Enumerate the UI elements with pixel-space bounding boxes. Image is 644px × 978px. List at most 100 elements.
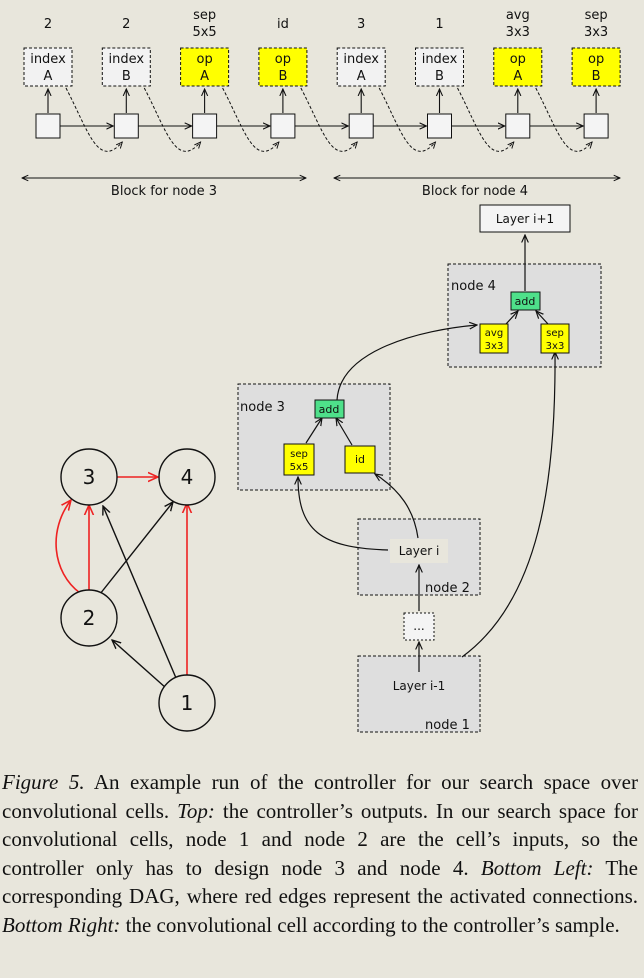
dag-diagram: 3 4 2 1 [55,448,216,732]
dag-node-4: 4 [158,448,216,506]
rnn-cell [113,113,139,139]
controller-decision-label: B [435,69,444,84]
node3-add-box: add [314,399,345,419]
controller-output-3: sep [193,8,216,23]
figure-caption: Figure 5. An example run of the controll… [2,770,638,937]
controller-output-2: 2 [122,17,130,32]
dag-edge-2-3-curved [55,500,81,594]
node3-sep55-box: sep 5x5 [283,443,315,476]
svg-text:4: 4 [181,465,194,489]
cell-diagram: Layer i+1 node 4 node 3 node 2 node 1 [237,204,602,733]
svg-text:add: add [319,403,340,416]
svg-text:5x5: 5x5 [290,462,309,473]
rnn-cell [505,113,531,139]
controller-output-6: 1 [435,17,443,32]
controller-decision-label: op [588,52,604,67]
svg-text:node 1: node 1 [425,718,470,733]
controller-output-5: 3 [357,17,365,32]
rnn-cell [348,113,374,139]
controller-diagram: 2indexA2indexBsep5x5opAidopB3indexA1inde… [22,8,620,199]
rnn-cell [427,113,452,139]
controller-decision-box [258,47,308,87]
svg-text:sep: sep [546,328,564,339]
svg-text:add: add [515,295,536,308]
controller-decision-label: A [357,69,366,84]
controller-step-8: sep 3x3 opB [571,8,621,139]
svg-text:...: ... [413,619,424,633]
svg-text:1: 1 [181,691,194,715]
controller-decision-box [180,47,230,87]
rnn-cell [35,113,61,139]
rnn-feedback-arrow [65,87,122,152]
controller-output-7: 3x3 [506,25,530,40]
rnn-cell [192,113,218,139]
controller-output-8: 3x3 [584,25,608,40]
controller-decision-box [493,47,543,87]
controller-output-1: 2 [44,17,52,32]
controller-decision-label: A [44,69,53,84]
controller-step-3: sep 5x5 opA [180,8,230,139]
controller-output-7: avg [506,8,530,23]
controller-decision-box [336,47,386,87]
controller-decision-label: B [592,69,601,84]
block-label-node4: Block for node 4 [422,184,528,199]
controller-decision-label: index [30,52,66,67]
controller-output-8: sep [585,8,608,23]
rnn-feedback-arrow [143,87,200,152]
controller-decision-label: A [513,69,522,84]
svg-text:Layer i-1: Layer i-1 [393,679,446,693]
controller-decision-label: B [278,69,287,84]
controller-decision-box [571,47,621,87]
controller-decision-label: op [510,52,526,67]
rnn-feedback-arrow [378,87,435,152]
node4-add-box: add [510,291,541,311]
layer-i-box: Layer i [390,539,448,563]
layer-im1-box: Layer i-1 [393,679,446,693]
dag-edge-1-2 [112,640,167,689]
controller-step-7: avg 3x3 opA [493,8,543,139]
rnn-feedback-arrow [222,87,279,152]
controller-decision-label: index [422,52,458,67]
svg-text:2: 2 [83,606,96,630]
block-label-node3: Block for node 3 [111,184,217,199]
rnn-feedback-arrow [457,87,514,152]
controller-decision-box [23,47,73,87]
figure-label: Figure 5. [2,770,85,794]
svg-text:avg: avg [485,328,503,339]
dag-node-3: 3 [60,448,118,506]
dots-box: ... [403,612,435,641]
svg-text:node 3: node 3 [240,400,285,415]
controller-decision-label: index [343,52,379,67]
controller-decision-label: B [122,69,131,84]
controller-decision-label: index [109,52,145,67]
svg-text:node 4: node 4 [451,279,496,294]
node4-sep33-box: sep 3x3 [540,323,570,354]
controller-output-3: 5x5 [192,25,216,40]
controller-decision-label: op [275,52,291,67]
controller-decision-label: A [200,69,209,84]
svg-text:3: 3 [83,465,96,489]
svg-text:sep: sep [290,449,308,460]
dag-edge-1-3 [103,506,177,679]
controller-decision-label: op [196,52,212,67]
rnn-cell [583,113,609,139]
node3-id-box: id [344,445,376,474]
svg-text:3x3: 3x3 [546,341,565,352]
dag-node-2: 2 [60,589,118,647]
svg-text:Layer i: Layer i [399,544,440,558]
rnn-cell [270,113,296,139]
svg-text:id: id [355,453,365,466]
rnn-feedback-arrow [300,87,357,152]
svg-text:node 2: node 2 [425,581,470,596]
rnn-feedback-arrow [535,87,592,152]
svg-text:Layer i+1: Layer i+1 [496,212,554,226]
controller-decision-box [101,47,151,87]
node4-avg33-box: avg 3x3 [479,323,509,354]
controller-decision-box [415,47,464,87]
